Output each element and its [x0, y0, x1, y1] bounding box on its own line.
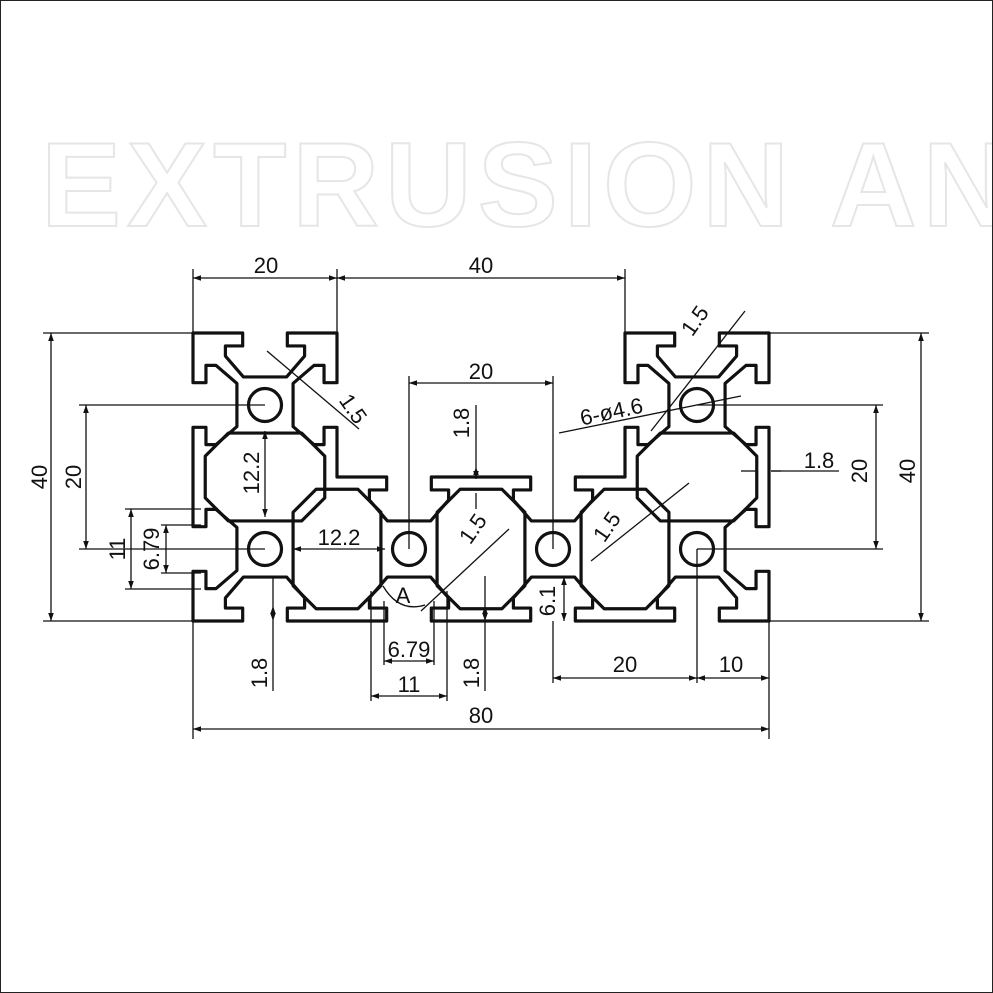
dim-slot-11-left: 11 [105, 538, 130, 561]
dim-slot-11-bottom: 11 [398, 672, 421, 697]
dim-web-1-5-right: 1.5 [588, 507, 626, 546]
dim-slot-679-left: 6.79 [139, 528, 164, 571]
dim-top-wall-1-8: 1.8 [449, 408, 474, 439]
leader-1-5-tr [650, 310, 746, 432]
dim-left-pitch: 20 [61, 465, 86, 489]
leader-1-5-tl [266, 350, 360, 430]
dim-right-pitch: 20 [847, 459, 872, 483]
cavity-left [203, 431, 327, 523]
watermark: EXTRUSION AND [41, 118, 993, 252]
dimension-lines [43, 269, 929, 739]
profile-outline [191, 331, 771, 623]
dim-top-gap-width: 40 [469, 253, 493, 278]
dim-web-1-5-top-right: 1.5 [676, 301, 714, 340]
dim-holes-diameter: 6-ø4.6 [578, 393, 645, 431]
leader-1-5-c [420, 528, 510, 612]
dim-left-height: 40 [27, 465, 52, 489]
dim-bottom-wall-1-8-center: 1.8 [459, 658, 484, 689]
dimension-labels: 20 40 20 40 20 11 6.79 12.2 12.2 1.8 1.5… [27, 253, 920, 728]
dim-cavity-vertical: 12.2 [239, 452, 264, 495]
dim-web-1-5-center: 1.5 [454, 509, 492, 548]
dim-slot-depth: 6.1 [535, 586, 560, 617]
dim-top-left-width: 20 [254, 253, 278, 278]
leader-holes [558, 395, 742, 434]
dim-right-wall-1-8: 1.8 [804, 448, 835, 473]
dim-right-height: 40 [895, 459, 920, 483]
cavity-bottom-1 [291, 487, 383, 611]
leader-1-5-r [590, 482, 690, 562]
cavity-right [635, 431, 759, 523]
cavity-bottom-3 [579, 487, 671, 611]
dim-total-width: 80 [469, 703, 493, 728]
dim-center-pitch: 20 [469, 359, 493, 384]
cavity-bottom-2 [435, 487, 527, 611]
dim-cavity-horizontal: 12.2 [318, 525, 361, 550]
dim-web-1-5-top-left: 1.5 [334, 389, 372, 428]
dim-bottom-wall-1-8-left: 1.8 [247, 658, 272, 689]
detail-label-a: A [396, 583, 411, 608]
detail-a-arc [382, 585, 426, 608]
dim-bottom-pitch-20: 20 [613, 652, 637, 677]
dim-bottom-edge-10: 10 [719, 652, 743, 677]
dim-slot-679-bottom: 6.79 [388, 637, 431, 662]
